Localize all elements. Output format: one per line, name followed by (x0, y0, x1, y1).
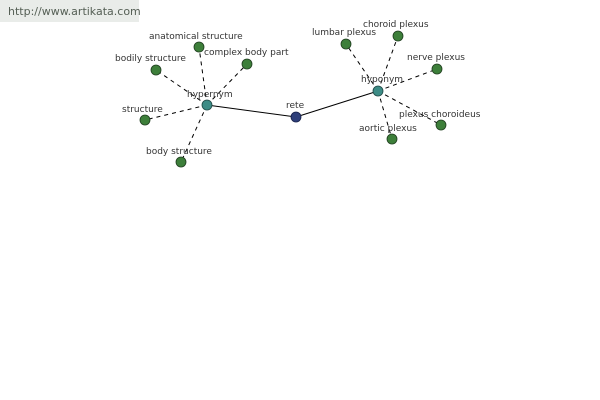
label-lumbar-plexus[interactable]: lumbar plexus (312, 28, 376, 38)
edge-center-hyponym (295, 90, 379, 118)
node-bodily-structure[interactable] (150, 64, 162, 76)
node-nerve-plexus[interactable] (431, 63, 443, 75)
label-hypernym[interactable]: hypernym (187, 90, 233, 100)
node-hyponym[interactable] (372, 85, 384, 97)
edge-hyponym-nerve-plexus (377, 68, 438, 92)
labels: anatomical structure bodily structure co… (115, 20, 481, 157)
node-anatomical-structure[interactable] (193, 41, 205, 53)
edge-hypernym-anatomical-structure (198, 46, 208, 106)
node-structure[interactable] (139, 114, 151, 126)
edge-hypernym-structure (144, 104, 208, 121)
label-aortic-plexus[interactable]: aortic plexus (359, 124, 417, 134)
label-anatomical-structure[interactable]: anatomical structure (149, 32, 243, 42)
label-structure[interactable]: structure (122, 105, 163, 115)
label-plexus-choroideus[interactable]: plexus choroideus (399, 110, 481, 120)
edge-hyponym-plexus-choroideus (377, 90, 442, 126)
edge-hypernym-bodily-structure (155, 69, 208, 106)
label-choroid-plexus[interactable]: choroid plexus (363, 20, 429, 30)
edge-hypernym-center (206, 104, 297, 118)
label-nerve-plexus[interactable]: nerve plexus (407, 53, 465, 63)
edge-hyponym-choroid-plexus (377, 35, 399, 92)
node-lumbar-plexus[interactable] (340, 38, 352, 50)
watermark-banner: http://www.artikata.com (0, 0, 141, 22)
label-hyponym[interactable]: hyponym (361, 75, 403, 85)
label-complex-body-part[interactable]: complex body part (204, 48, 289, 58)
edge-hypernym-complex-body-part (206, 63, 248, 106)
edge-hyponym-lumbar-plexus (345, 43, 379, 92)
node-choroid-plexus[interactable] (392, 30, 404, 42)
node-plexus-choroideus[interactable] (435, 119, 447, 131)
label-rete[interactable]: rete (286, 101, 305, 111)
edges (144, 35, 442, 163)
node-body-structure[interactable] (175, 156, 187, 168)
edge-hypernym-body-structure (180, 104, 208, 163)
label-bodily-structure[interactable]: bodily structure (115, 54, 186, 64)
nodes (139, 30, 447, 168)
node-complex-body-part[interactable] (241, 58, 253, 70)
node-rete[interactable] (290, 111, 302, 123)
watermark-url[interactable]: http://www.artikata.com (8, 5, 141, 18)
node-aortic-plexus[interactable] (386, 133, 398, 145)
node-hypernym[interactable] (201, 99, 213, 111)
label-body-structure[interactable]: body structure (146, 147, 212, 157)
edge-hyponym-aortic-plexus (377, 90, 393, 140)
